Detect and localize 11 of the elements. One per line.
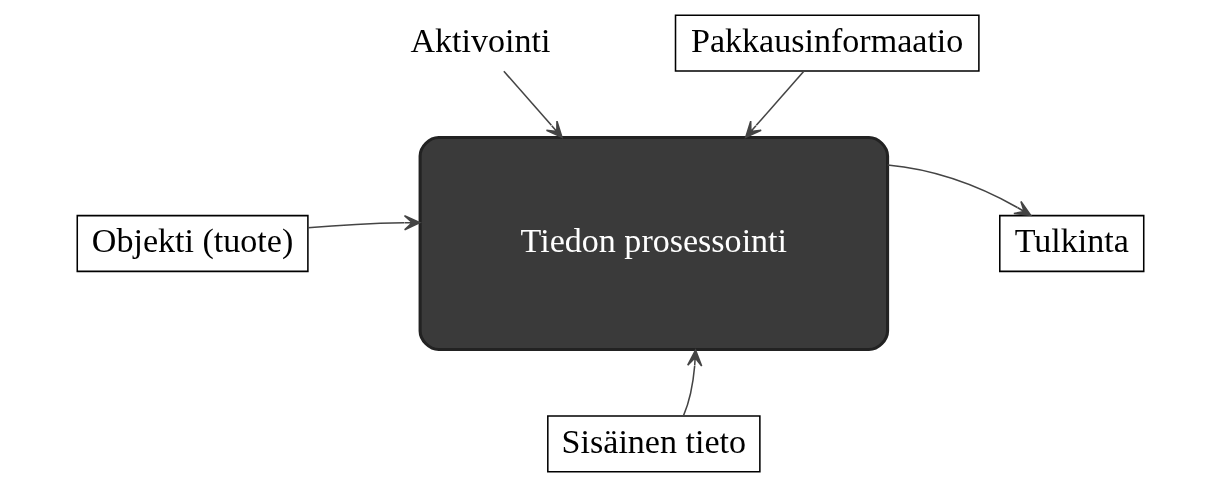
arrow — [502, 69, 563, 138]
arrow — [744, 69, 805, 138]
node-box: Objekti (tuote) — [76, 214, 309, 272]
arrow — [886, 163, 1032, 216]
node-box: Pakkausinformaatio — [674, 13, 980, 72]
arrow — [306, 214, 421, 230]
node-text: Aktivointi — [409, 21, 550, 59]
node-box: Tiedon prosessointi — [418, 135, 889, 351]
node-box: Tulkinta — [998, 214, 1144, 272]
arrow — [682, 348, 702, 417]
node-box: Sisäinen tieto — [546, 414, 761, 473]
